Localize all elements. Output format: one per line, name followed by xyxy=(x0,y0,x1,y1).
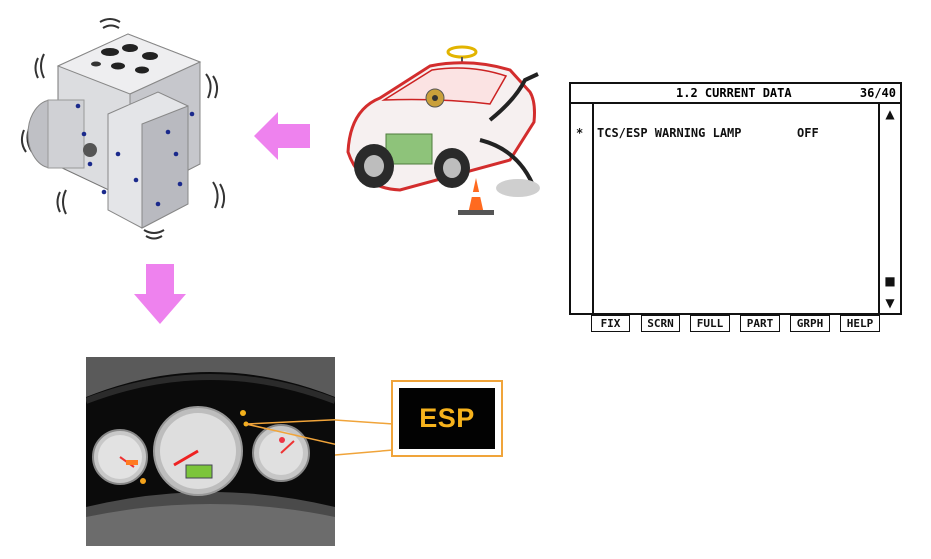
arrow-left-icon xyxy=(254,112,310,160)
data-row[interactable]: * TCS/ESP WARNING LAMP OFF xyxy=(575,126,876,142)
scroll-down-icon[interactable]: ▼ xyxy=(885,296,895,310)
scroll-thumb-icon[interactable]: ■ xyxy=(884,274,896,288)
abs-hydraulic-unit-illustration xyxy=(20,18,226,240)
vehicle-cutaway-illustration xyxy=(346,45,540,215)
row-marker: * xyxy=(576,126,584,140)
scrn-button[interactable]: SCRN xyxy=(641,315,680,332)
fix-button[interactable]: FIX xyxy=(591,315,630,332)
parameter-value: OFF xyxy=(797,126,819,140)
part-button[interactable]: PART xyxy=(740,315,780,332)
scroll-up-icon[interactable]: ▲ xyxy=(885,107,895,121)
screen-title: 1.2 CURRENT DATA xyxy=(676,86,792,100)
instrument-cluster-photo xyxy=(86,357,335,546)
page-indicator: 36/40 xyxy=(859,86,896,100)
esp-indicator-lamp: ESP xyxy=(399,388,495,449)
grph-button[interactable]: GRPH xyxy=(790,315,830,332)
full-button[interactable]: FULL xyxy=(690,315,730,332)
scan-tool-screen: 1.2 CURRENT DATA 36/40 * TCS/ESP WARNING… xyxy=(569,82,902,315)
help-button[interactable]: HELP xyxy=(840,315,880,332)
selection-gutter xyxy=(571,104,594,313)
scrollbar[interactable]: ▲ ■ ▼ xyxy=(878,104,900,313)
function-key-bar: FIX SCRN FULL PART GRPH HELP xyxy=(591,315,891,333)
scan-header: 1.2 CURRENT DATA 36/40 xyxy=(571,84,900,104)
vibration-lines xyxy=(20,18,226,240)
esp-warning-callout: ESP xyxy=(391,380,503,457)
parameter-label: TCS/ESP WARNING LAMP xyxy=(597,126,742,140)
callout-leader-lines xyxy=(335,419,393,456)
arrow-down-icon xyxy=(134,264,186,324)
esp-label: ESP xyxy=(419,403,475,433)
cluster-drawing xyxy=(86,357,335,546)
